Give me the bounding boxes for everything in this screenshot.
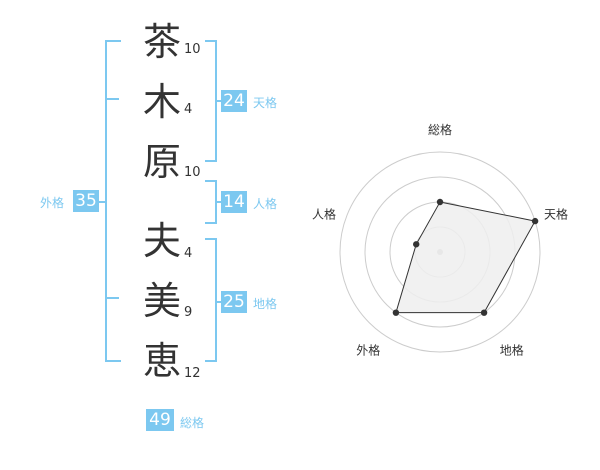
name-char: 木: [142, 80, 181, 124]
tenkaku-label: 天格: [253, 96, 278, 110]
radar-axis-label: 地格: [500, 343, 524, 358]
name-char: 原: [142, 140, 181, 184]
bracket-tick: [99, 201, 107, 203]
stroke-count: 9: [184, 305, 193, 320]
bracket-tick: [107, 98, 119, 100]
radar-axis-label: 外格: [356, 343, 380, 358]
name-char: 夫: [142, 219, 181, 263]
chikaku-value: 25: [221, 291, 247, 313]
name-char: 美: [142, 279, 181, 323]
gaikaku-bracket: [105, 40, 121, 362]
chikaku-label: 地格: [253, 297, 278, 311]
radar-point-1: [436, 198, 444, 206]
jinkaku-value: 14: [221, 191, 247, 213]
bracket-tick: [107, 297, 119, 299]
soukaku-label: 総格: [180, 416, 205, 430]
bracket-tick: [215, 201, 221, 203]
name-char: 恵: [142, 339, 181, 383]
stroke-count: 4: [184, 102, 193, 117]
radar-point-3: [480, 309, 488, 316]
gaikaku-value: 35: [73, 190, 99, 212]
radar-series-area: [395, 201, 536, 314]
bracket-tick: [215, 100, 221, 102]
radar-point-5: [413, 241, 420, 248]
radar-axis-label: 総格: [428, 122, 452, 137]
name-char: 茶: [142, 20, 181, 64]
chikaku-bracket: [205, 238, 217, 362]
radar-axis-label: 人格: [312, 206, 336, 221]
stroke-count: 4: [184, 246, 193, 261]
stroke-count: 12: [184, 366, 201, 381]
soukaku-value: 49: [146, 409, 174, 431]
radar-axis-label: 天格: [544, 206, 568, 221]
radar-point-2: [531, 217, 539, 225]
radar-point-4: [392, 309, 400, 316]
tenkaku-value: 24: [221, 90, 247, 112]
stroke-count: 10: [184, 42, 201, 57]
bracket-tick: [215, 301, 221, 303]
stroke-count: 10: [184, 165, 201, 180]
radar-ring: [339, 151, 541, 353]
gaikaku-label: 外格: [40, 196, 65, 210]
jinkaku-label: 人格: [253, 197, 278, 211]
